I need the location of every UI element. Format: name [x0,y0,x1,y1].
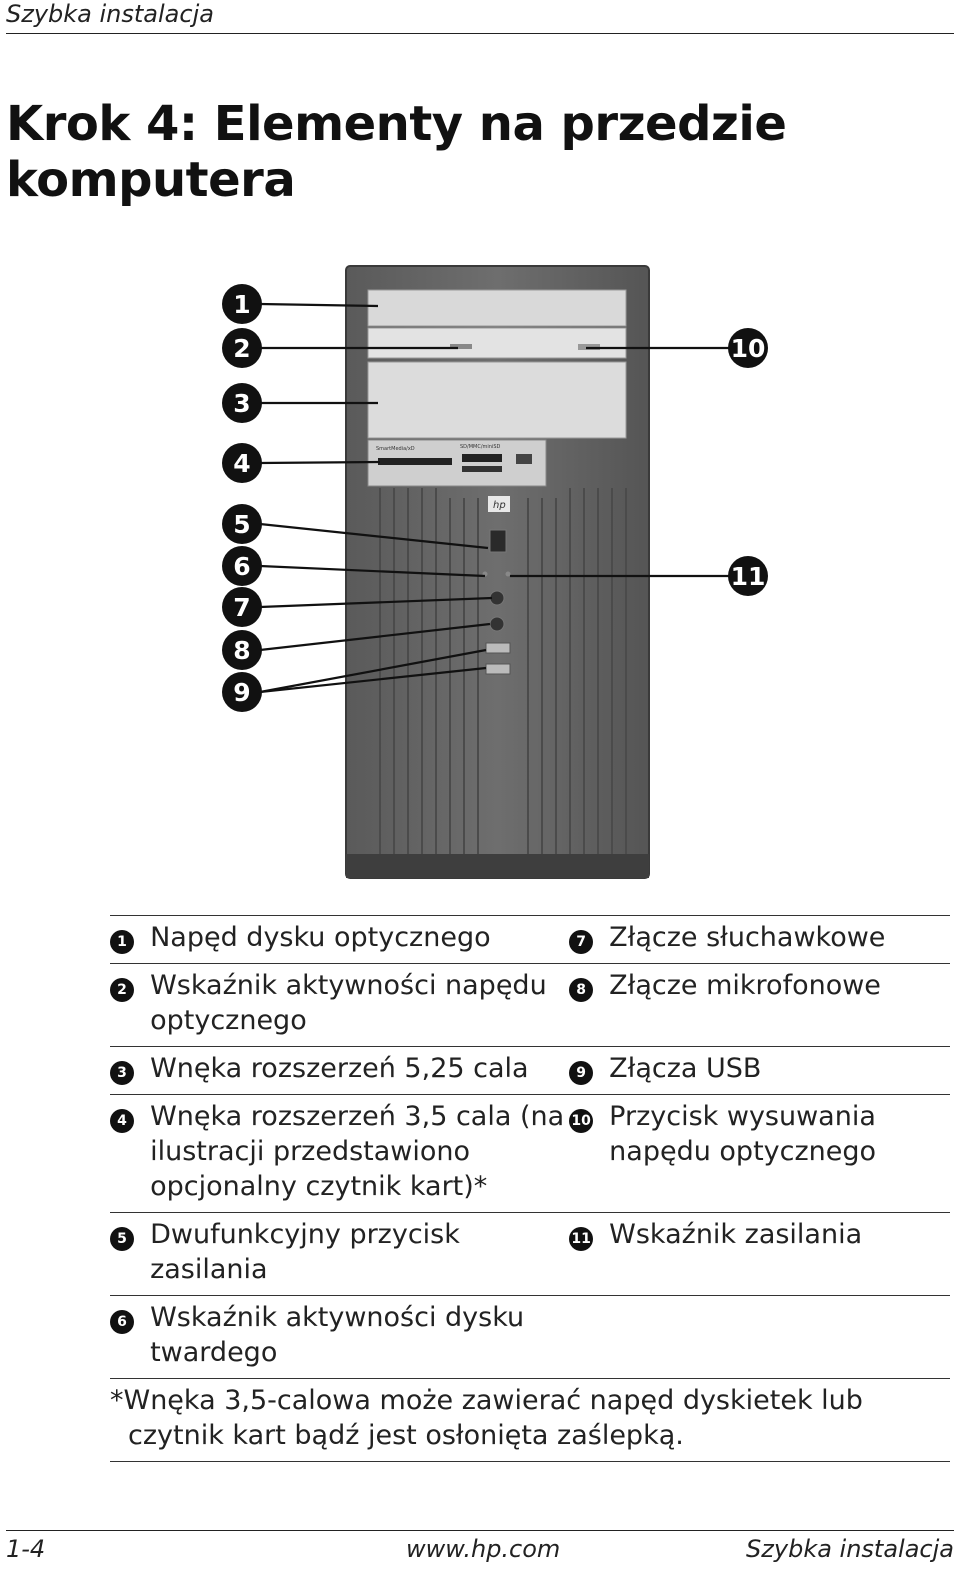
title-line-1: Krok 4: Elementy na przedzie [6,96,787,152]
svg-text:hp: hp [493,500,506,511]
callout-4: 4 [222,443,262,483]
legend-table: 1 Napęd dysku optycznego 7 Złącze słucha… [110,915,950,1462]
legend-number: 11 [569,1227,594,1251]
callout-2: 2 [222,328,262,368]
legend-number: 5 [110,1227,134,1251]
bay-525 [367,361,627,439]
callout-10: 10 [728,328,768,368]
legend-number: 2 [110,978,134,1002]
legend-text: Złącze słuchawkowe [609,922,886,953]
legend-text: Złącza USB [609,1053,762,1084]
callout-7: 7 [222,587,262,627]
legend-text: Przycisk wysuwania napędu optycznego [609,1101,877,1167]
hp-logo: hp [488,496,510,512]
legend-number: 8 [569,978,594,1002]
leader-lines [259,302,730,694]
callout-3: 3 [222,383,262,423]
svg-text:6: 6 [233,552,250,581]
svg-text:9: 9 [233,678,250,707]
legend-number: 9 [569,1061,594,1085]
svg-text:4: 4 [233,449,250,478]
legend-text: Wskaźnik zasilania [609,1219,863,1250]
usb-port-2 [485,663,511,675]
legend-text: Wnęka rozszerzeń 5,25 cala [150,1053,529,1084]
callout-9: 9 [222,672,262,712]
running-footer: 1-4 www.hp.com Szybka instalacja [6,1530,954,1571]
footnote-row: *Wnęka 3,5-calowa może zawierać napęd dy… [110,1378,950,1462]
legend-number: 7 [569,930,594,954]
footnote: *Wnęka 3,5-calowa może zawierać napęd dy… [110,1385,863,1451]
svg-text:SmartMedia/xD: SmartMedia/xD [376,446,415,452]
callout-11: 11 [728,556,768,596]
legend-number: 4 [110,1109,134,1133]
power-led [505,571,511,577]
svg-text:11: 11 [731,562,766,591]
svg-text:3: 3 [233,389,250,418]
svg-text:2: 2 [233,334,250,363]
legend-text: Napęd dysku optycznego [150,922,491,953]
legend-number: 10 [569,1109,594,1133]
legend-text: Wnęka rozszerzeń 3,5 cala (na ilustracji… [150,1101,565,1202]
optical-drive [367,289,627,359]
power-button [489,529,507,553]
title-line-2: komputera [6,152,296,208]
footer-title: Szybka instalacja [746,1535,954,1563]
page-title: Krok 4: Elementy na przedzie komputera [6,96,906,208]
card-reader: SmartMedia/xD SD/MMC/miniSD [367,439,547,487]
computer-front-figure: SmartMedia/xD SD/MMC/miniSD hp 1 2 3 4 5… [222,265,768,879]
legend-row: 2 Wskaźnik aktywności napędu optycznego … [110,963,950,1047]
legend-row: 3 Wnęka rozszerzeń 5,25 cala 9 Złącza US… [110,1046,950,1095]
usb-port-1 [485,642,511,654]
legend-row: 5 Dwufunkcyjny przycisk zasilania 11 Wsk… [110,1212,950,1296]
callout-5: 5 [222,504,262,544]
callout-8: 8 [222,630,262,670]
page-number: 1-4 [6,1535,46,1563]
legend-text: Złącze mikrofonowe [609,970,881,1001]
legend-text: Wskaźnik aktywności dysku twardego [150,1302,525,1368]
legend-number: 6 [110,1310,134,1334]
svg-text:8: 8 [233,636,250,665]
svg-text:5: 5 [233,510,250,539]
legend-number: 1 [110,930,134,954]
header-title: Szybka instalacja [6,0,214,28]
svg-text:7: 7 [233,593,250,622]
legend-row: 6 Wskaźnik aktywności dysku twardego [110,1295,950,1379]
headphone-jack [489,590,505,606]
legend-text: Dwufunkcyjny przycisk zasilania [150,1219,460,1285]
mic-jack [489,616,505,632]
footer-url: www.hp.com [406,1535,561,1563]
svg-text:SD/MMC/miniSD: SD/MMC/miniSD [460,444,501,450]
svg-text:1: 1 [233,290,250,319]
legend-text: Wskaźnik aktywności napędu optycznego [150,970,547,1036]
legend-number: 3 [110,1061,134,1085]
legend-row: 1 Napęd dysku optycznego 7 Złącze słucha… [110,915,950,964]
svg-text:10: 10 [731,334,766,363]
callout-1: 1 [222,284,262,324]
callout-6: 6 [222,546,262,586]
running-header: Szybka instalacja [6,0,954,34]
legend-row: 4 Wnęka rozszerzeń 3,5 cala (na ilustrac… [110,1094,950,1213]
